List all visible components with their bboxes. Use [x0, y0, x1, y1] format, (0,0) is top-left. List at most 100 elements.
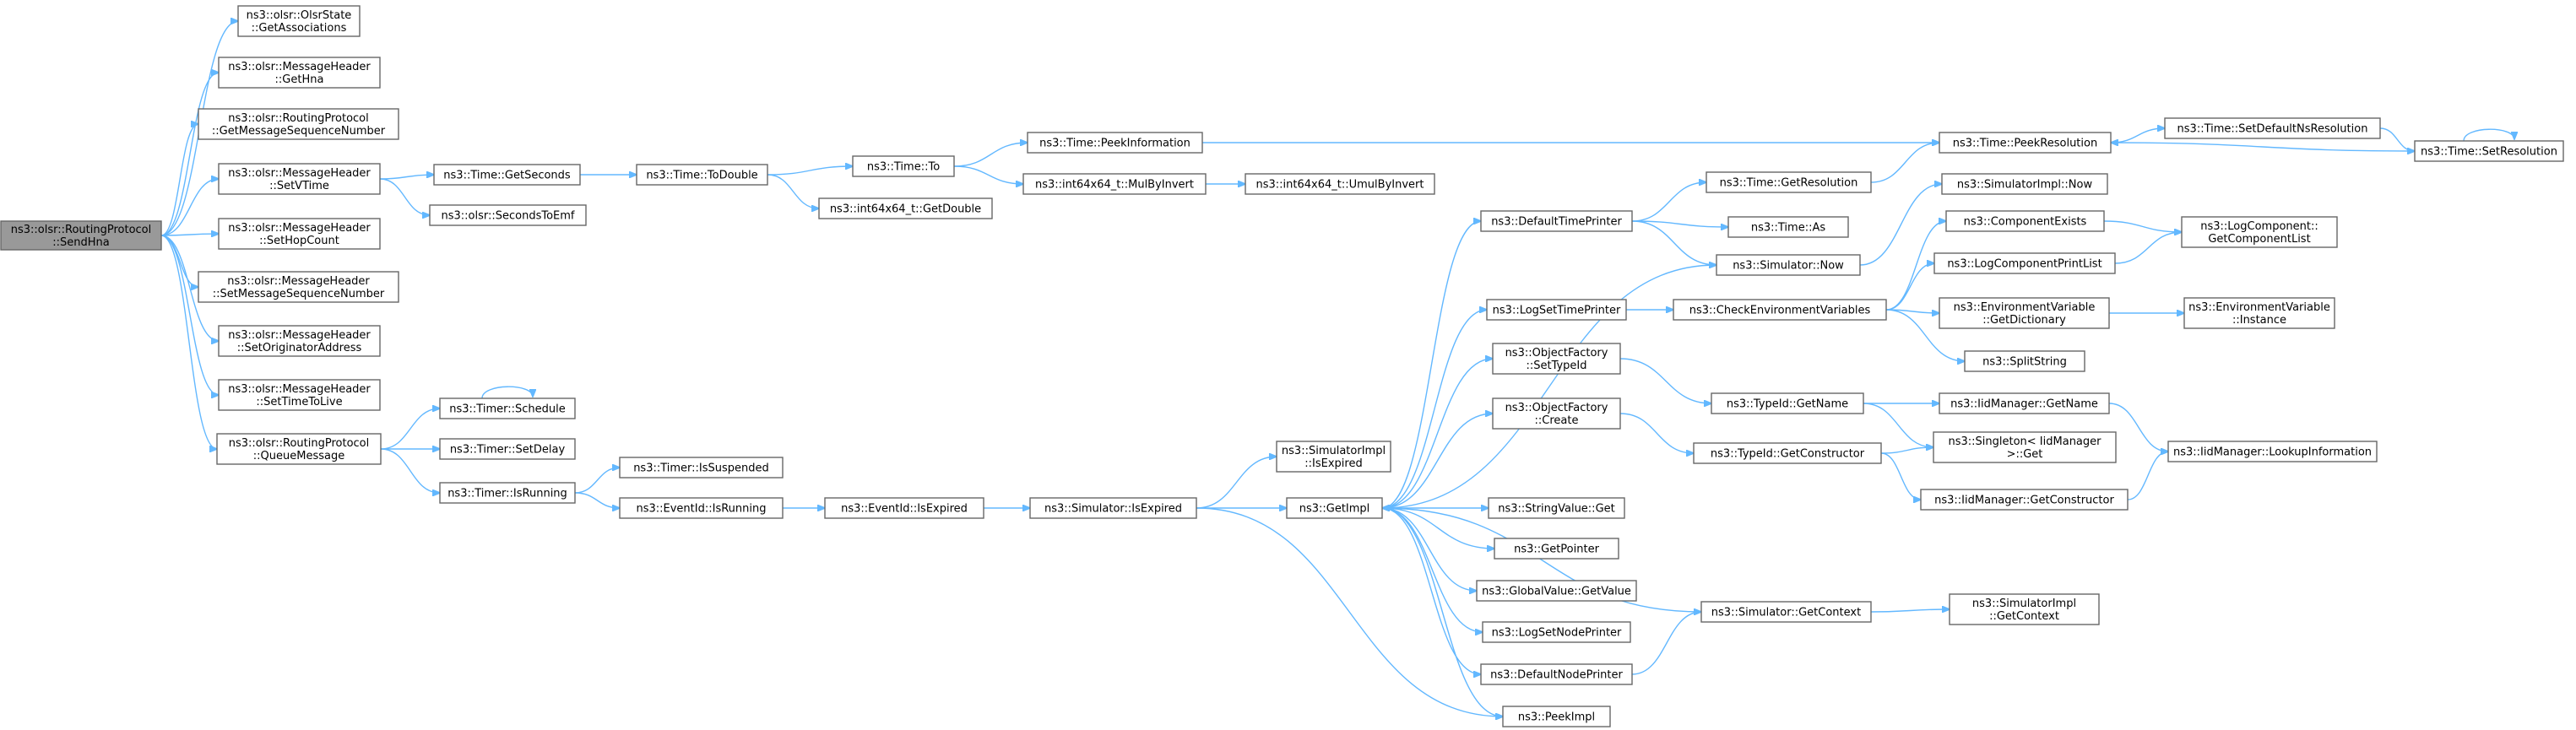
- node-box: [433, 164, 581, 186]
- node-ns3-environmentvariable-instance[interactable]: ns3::EnvironmentVariable::Instance: [2183, 297, 2335, 329]
- edge-n9-n12: [380, 408, 440, 450]
- node-box: [2183, 297, 2335, 329]
- node-ns3-getpointer[interactable]: ns3::GetPointer: [1494, 538, 1619, 560]
- node-box: [818, 197, 993, 219]
- node-ns3-typeid-getname[interactable]: ns3::TypeId::GetName: [1711, 392, 1864, 414]
- node-label: GetComponentList: [2208, 233, 2310, 246]
- node-label: ns3::EnvironmentVariable: [2188, 301, 2330, 314]
- node-ns3-time-as[interactable]: ns3::Time::As: [1727, 216, 1849, 238]
- node-label: ::SetTypeId: [1526, 360, 1586, 372]
- node-ns3-componentexists[interactable]: ns3::ComponentExists: [1945, 210, 2105, 232]
- node-label: ns3::Timer::IsRunning: [447, 488, 567, 500]
- node-ns3-eventid-isexpired[interactable]: ns3::EventId::IsExpired: [824, 497, 984, 519]
- node-ns3-logsetnodeprinter[interactable]: ns3::LogSetNodePrinter: [1482, 621, 1631, 643]
- node-ns3-olsr-messageheader-sethopcount[interactable]: ns3::olsr::MessageHeader::SetHopCount: [218, 218, 381, 250]
- node-ns3-time-setresolution[interactable]: ns3::Time::SetResolution: [2414, 140, 2564, 162]
- node-ns3-olsr-messageheader-setmessagesequencenumber[interactable]: ns3::olsr::MessageHeader::SetMessageSequ…: [198, 271, 399, 303]
- node-ns3-olsr-routingprotocol-queuemessage[interactable]: ns3::olsr::RoutingProtocol::QueueMessage: [216, 433, 382, 465]
- node-label: ns3::olsr::MessageHeader: [228, 167, 371, 180]
- node-label: ns3::Timer::Schedule: [449, 403, 565, 416]
- node-label: ns3::GlobalValue::GetValue: [1482, 586, 1631, 598]
- node-label: ns3::IidManager::LookupInformation: [2173, 446, 2372, 459]
- node-ns3-olsr-messageheader-setoriginatoraddress[interactable]: ns3::olsr::MessageHeader::SetOriginatorA…: [218, 325, 381, 357]
- node-ns3-logsettimeprinter[interactable]: ns3::LogSetTimePrinter: [1486, 299, 1627, 321]
- edge-n54-n58: [2379, 127, 2415, 151]
- node-ns3-getimpl[interactable]: ns3::GetImpl: [1286, 497, 1383, 519]
- node-label: ns3::Time::PeekInformation: [1039, 138, 1190, 150]
- node-ns3-environmentvariable-getdictionary[interactable]: ns3::EnvironmentVariable::GetDictionary: [1939, 297, 2110, 329]
- node-ns3-iidmanager-lookupinformation[interactable]: ns3::IidManager::LookupInformation: [2167, 441, 2378, 462]
- node-label: ::SetHopCount: [259, 235, 339, 247]
- edge-n14-n16: [574, 468, 620, 494]
- node-ns3-olsr-routingprotocol-sendhna[interactable]: ns3::olsr::RoutingProtocol::SendHna: [0, 220, 162, 251]
- node-box: [218, 325, 381, 357]
- node-ns3-logcomponentprintlist[interactable]: ns3::LogComponentPrintList: [1933, 252, 2116, 274]
- node-ns3-time-peekinformation[interactable]: ns3::Time::PeekInformation: [1027, 132, 1203, 154]
- node-ns3-simulatorimpl-isexpired[interactable]: ns3::SimulatorImpl::IsExpired: [1276, 441, 1391, 473]
- node-ns3-time-setdefaultnsresolution[interactable]: ns3::Time::SetDefaultNsResolution: [2164, 117, 2381, 139]
- node-ns3-globalvalue-getvalue[interactable]: ns3::GlobalValue::GetValue: [1476, 580, 1637, 602]
- node-ns3-time-peekresolution[interactable]: ns3::Time::PeekResolution: [1939, 132, 2112, 154]
- node-label: ::SetMessageSequenceNumber: [213, 288, 385, 300]
- edge-n52-n57: [2127, 452, 2168, 500]
- node-ns3-time-getresolution[interactable]: ns3::Time::GetResolution: [1706, 171, 1872, 193]
- node-ns3-eventid-isrunning[interactable]: ns3::EventId::IsRunning: [619, 497, 784, 519]
- node-ns3-olsr-routingprotocol-getmessagesequencenumber[interactable]: ns3::olsr::RoutingProtocol::GetMessageSe…: [198, 108, 399, 140]
- node-ns3-simulator-isexpired[interactable]: ns3::Simulator::IsExpired: [1029, 497, 1197, 519]
- node-ns3-simulator-now[interactable]: ns3::Simulator::Now: [1716, 254, 1861, 276]
- node-ns3-logcomponent-getcomponentlist[interactable]: ns3::LogComponent::GetComponentList: [2181, 216, 2338, 248]
- node-ns3-iidmanager-getconstructor[interactable]: ns3::IidManager::GetConstructor: [1920, 489, 2129, 511]
- node-box: [1700, 601, 1872, 623]
- node-label: ns3::Time::ToDouble: [646, 170, 757, 182]
- edge-n0-n3: [160, 124, 198, 236]
- node-ns3-olsr-olsrstate-getassociations[interactable]: ns3::olsr::OlsrState::GetAssociations: [237, 5, 361, 37]
- node-label: ns3::Time::As: [1751, 222, 1826, 235]
- node-ns3-time-to[interactable]: ns3::Time::To: [852, 155, 955, 177]
- node-ns3-olsr-messageheader-settimetolive[interactable]: ns3::olsr::MessageHeader::SetTimeToLive: [218, 379, 381, 411]
- node-ns3-timer-setdelay[interactable]: ns3::Timer::SetDelay: [439, 438, 576, 460]
- node-box: [1939, 392, 2110, 414]
- edge-n26-n32: [1381, 507, 1494, 549]
- node-label: ::IsExpired: [1304, 457, 1362, 470]
- node-box: [1480, 663, 1633, 685]
- node-ns3-simulatorimpl-now[interactable]: ns3::SimulatorImpl::Now: [1941, 173, 2108, 195]
- edge-n58-n44: [2111, 143, 2416, 152]
- edge-n0-n7: [160, 235, 219, 341]
- node-label: ::GetContext: [1989, 610, 2059, 623]
- node-label: ns3::olsr::MessageHeader: [228, 383, 371, 396]
- node-ns3-olsr-messageheader-setvtime[interactable]: ns3::olsr::MessageHeader::SetVTime: [218, 163, 381, 195]
- node-label: ns3::EventId::IsRunning: [636, 503, 766, 516]
- node-ns3-int64x64-t-mulbyinvert[interactable]: ns3::int64x64_t::MulByInvert: [1022, 173, 1207, 195]
- node-ns3-objectfactory-settypeid[interactable]: ns3::ObjectFactory::SetTypeId: [1492, 343, 1621, 375]
- node-ns3-simulatorimpl-getcontext[interactable]: ns3::SimulatorImpl::GetContext: [1949, 593, 2100, 625]
- edge-n4-n11: [379, 178, 430, 215]
- node-ns3-olsr-secondstoemf[interactable]: ns3::olsr::SecondsToEmf: [429, 204, 587, 226]
- node-ns3-checkenvironmentvariables[interactable]: ns3::CheckEnvironmentVariables: [1673, 299, 1887, 321]
- edge-n26-n30: [1381, 414, 1493, 509]
- node-ns3-stringvalue-get[interactable]: ns3::StringValue::Get: [1488, 497, 1625, 519]
- node-ns3-timer-issuspended[interactable]: ns3::Timer::IsSuspended: [619, 457, 784, 479]
- node-ns3-defaulttimeprinter[interactable]: ns3::DefaultTimePrinter: [1480, 210, 1633, 232]
- node-ns3-timer-isrunning[interactable]: ns3::Timer::IsRunning: [439, 482, 576, 504]
- node-label: ::SetTimeToLive: [256, 396, 342, 408]
- node-label: ns3::olsr::MessageHeader: [227, 275, 370, 288]
- node-box: [1964, 350, 2085, 372]
- edge-n12-n12: [481, 386, 533, 399]
- node-ns3-splitstring[interactable]: ns3::SplitString: [1964, 350, 2085, 372]
- node-ns3-olsr-messageheader-gethna[interactable]: ns3::olsr::MessageHeader::GetHna: [218, 57, 381, 89]
- node-ns3-peekimpl[interactable]: ns3::PeekImpl: [1502, 706, 1611, 727]
- node-ns3-time-todouble[interactable]: ns3::Time::ToDouble: [636, 164, 768, 186]
- node-ns3-typeid-getconstructor[interactable]: ns3::TypeId::GetConstructor: [1693, 442, 1882, 464]
- node-ns3-timer-schedule[interactable]: ns3::Timer::Schedule: [439, 397, 576, 419]
- node-ns3-defaultnodeprinter[interactable]: ns3::DefaultNodePrinter: [1480, 663, 1633, 685]
- node-ns3-int64x64-t-umulbyinvert[interactable]: ns3::int64x64_t::UmulByInvert: [1245, 173, 1435, 195]
- node-ns3-objectfactory-create[interactable]: ns3::ObjectFactory::Create: [1492, 397, 1621, 430]
- node-ns3-singleton-iidmanager-get[interactable]: ns3::Singleton< IidManager >::Get: [1933, 431, 2117, 463]
- node-ns3-time-getseconds[interactable]: ns3::Time::GetSeconds: [433, 164, 581, 186]
- node-box: [1029, 497, 1197, 519]
- edge-n37-n44: [1870, 143, 1939, 183]
- node-label: ::GetDictionary: [1982, 314, 2066, 327]
- node-ns3-simulator-getcontext[interactable]: ns3::Simulator::GetContext: [1700, 601, 1872, 623]
- node-ns3-int64x64-t-getdouble[interactable]: ns3::int64x64_t::GetDouble: [818, 197, 993, 219]
- node-ns3-iidmanager-getname[interactable]: ns3::IidManager::GetName: [1939, 392, 2110, 414]
